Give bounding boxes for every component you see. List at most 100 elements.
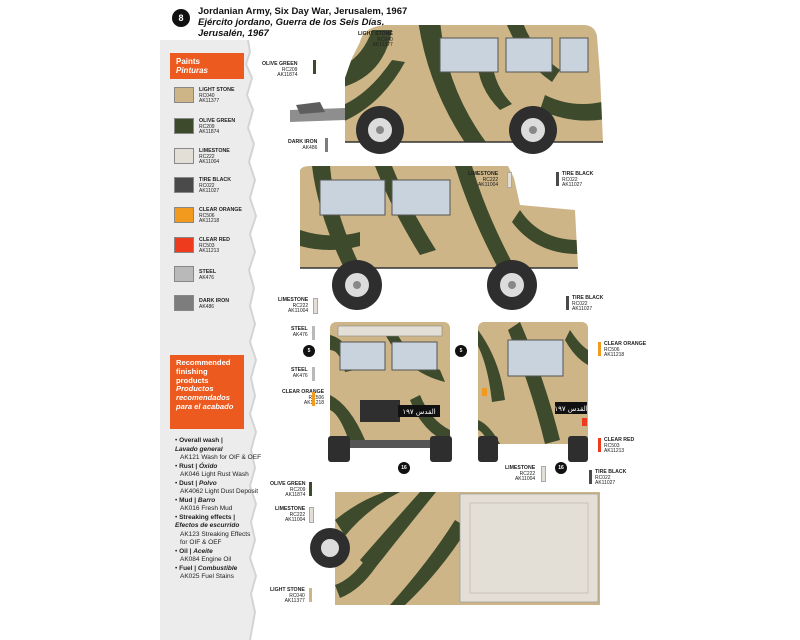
front-view: القدس ١٩٧ (328, 322, 452, 462)
finishing-name-es: Polvo (198, 479, 217, 487)
paint-name: CLEAR RED (199, 237, 230, 243)
olive-green-chip (309, 482, 312, 496)
view-marker: 5 (303, 345, 315, 357)
paint-swatch (174, 237, 194, 253)
rear-plate-text: القدس ١٩٧ (554, 405, 587, 413)
title-spanish-line1: Ejército jordano, Guerra de los Seis Día… (198, 17, 385, 28)
paint-name: LIMESTONE (199, 148, 230, 154)
finishing-product: AK025 Fuel Stains (180, 573, 234, 580)
finishing-name: Dust | (179, 479, 198, 487)
finishing-name: Rust | (179, 462, 198, 470)
paint-swatch (174, 207, 194, 223)
side-view-right (300, 166, 578, 310)
page-title: Jordanian Army, Six Day War, Jerusalem, … (198, 6, 407, 39)
side-view-left (290, 25, 603, 154)
tire-black-chip (589, 470, 592, 484)
finishing-name: Mud | (179, 496, 197, 504)
paint-code: RC503 (199, 242, 215, 249)
finishing-item: • Oil | Aceite AK084 Engine Oil (175, 548, 265, 565)
finishing-name-es: Óxido (198, 462, 218, 470)
finishing-title: Recommended finishing products (176, 358, 231, 385)
olive-green-chip (313, 60, 316, 74)
paint-code: RC209 (199, 123, 215, 130)
tire-black-chip (556, 172, 559, 186)
paint-name: CLEAR ORANGE (199, 207, 242, 213)
finishing-product: AK046 Light Rust Wash (180, 471, 249, 478)
finishing-item: • Streaking effects | Efectos de escurri… (175, 514, 265, 548)
finishing-name-es: Barro (197, 496, 216, 504)
limestone-chip (309, 507, 314, 523)
finishing-product: AK121 Wash for OIF & OEF (180, 454, 262, 461)
finishing-product: AK016 Fresh Mud (180, 505, 233, 512)
finishing-product: AK123 Streaking Effects (180, 530, 251, 538)
finishing-products-list: • Overall wash | Lavado general AK121 Wa… (175, 437, 265, 582)
paint-swatch (174, 295, 194, 311)
paint-code: RC222 (199, 153, 215, 160)
limestone-chip (541, 466, 546, 482)
finishing-name-es: Lavado general (175, 445, 223, 453)
paint-code: AK11004 (199, 159, 220, 166)
limestone-chip (507, 172, 512, 188)
finishing-name-es: Aceite (193, 547, 213, 555)
title-english: Jordanian Army, Six Day War, Jerusalem, … (198, 6, 408, 17)
paint-name: OLIVE GREEN (199, 118, 236, 124)
paint-code: RC022 (199, 182, 215, 189)
paint-code: AK11874 (199, 129, 220, 136)
clear-red-chip (598, 438, 601, 452)
paints-title: Paints (176, 57, 201, 66)
paint-code: AK11027 (199, 188, 220, 195)
clear-orange-chip (312, 392, 315, 406)
finishing-item: • Overall wash | Lavado general AK121 Wa… (175, 437, 265, 463)
steel-chip (312, 326, 315, 340)
finishing-item: • Rust | Óxido AK046 Light Rust Wash (175, 463, 265, 480)
light-stone-chip (309, 588, 312, 602)
paint-swatch (174, 87, 194, 103)
finishing-name: Overall wash | (179, 437, 223, 444)
steel-chip (312, 367, 315, 381)
paint-name: DARK IRON (199, 298, 230, 304)
title-spanish-line2: Jerusalén, 1967 (198, 28, 269, 39)
finishing-name: Oil | (179, 547, 192, 555)
front-plate-text: القدس ١٩٧ (402, 408, 435, 416)
paint-code: RC040 (199, 92, 215, 99)
finishing-product: AK4062 Light Dust Deposit (180, 488, 259, 495)
paint-swatch (174, 177, 194, 193)
view-marker: 16 (398, 462, 410, 474)
paint-code: AK476 (199, 274, 215, 281)
finishing-product: for OIF & OEF (180, 539, 222, 546)
view-marker: 5 (455, 345, 467, 357)
finishing-item: • Mud | Barro AK016 Fresh Mud (175, 497, 265, 514)
plate-number-badge: 8 (172, 9, 190, 27)
finishing-product: AK084 Engine Oil (180, 556, 232, 563)
finishing-title-es: Productos recomendados para el acabado (176, 384, 234, 411)
paint-swatch (174, 148, 194, 164)
finishing-item: • Fuel | Combustible AK025 Fuel Stains (175, 565, 265, 582)
paint-name: TIRE BLACK (199, 177, 232, 183)
tire-black-chip (566, 296, 569, 310)
paint-swatch (174, 118, 194, 134)
clear-orange-chip (598, 342, 601, 356)
paint-code: AK486 (199, 303, 215, 310)
paint-code: AK11377 (199, 98, 220, 105)
finishing-item: • Dust | Polvo AK4062 Light Dust Deposit (175, 480, 265, 497)
paint-name: STEEL (199, 269, 217, 275)
paint-code: AK11213 (199, 248, 220, 255)
finishing-name: Fuel | (179, 564, 197, 572)
paints-title-es: Pinturas (176, 66, 209, 75)
